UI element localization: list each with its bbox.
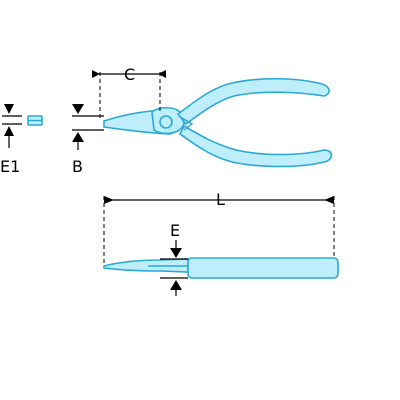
dimension-e1-label: E1	[0, 157, 20, 176]
dimension-c-arrow-left	[92, 70, 100, 78]
dimension-l: L	[103, 190, 335, 266]
pliers-spring	[181, 117, 194, 131]
dimension-e-label: E	[170, 221, 180, 240]
dimension-e1: E1	[0, 104, 43, 176]
dimension-l-arrow-right	[324, 196, 334, 204]
pliers-side-handle	[187, 257, 339, 279]
dimension-c-label: C	[124, 65, 135, 84]
pliers-side-view	[103, 257, 339, 279]
pliers-top-view	[103, 77, 333, 168]
pliers-lower-handle	[178, 124, 333, 168]
dimension-b-arrow-top	[72, 104, 84, 114]
dimension-l-label: L	[216, 190, 225, 209]
dimension-e1-arrow-top	[4, 104, 14, 114]
dimension-e-arrow-bottom	[170, 280, 182, 290]
dimension-b-label: B	[72, 157, 83, 176]
pliers-upper-handle	[176, 77, 330, 126]
dimension-b-arrow-bottom	[72, 132, 84, 142]
dimension-c-arrow-right	[158, 70, 166, 78]
dimension-e1-arrow-bottom	[4, 126, 14, 136]
dimension-c: C	[92, 65, 166, 118]
dimension-b: B	[72, 104, 104, 176]
dimension-e-arrow-top	[170, 248, 182, 258]
dimension-l-arrow-left	[104, 196, 114, 204]
pliers-pivot	[159, 115, 173, 129]
dimension-e: E	[160, 221, 188, 296]
